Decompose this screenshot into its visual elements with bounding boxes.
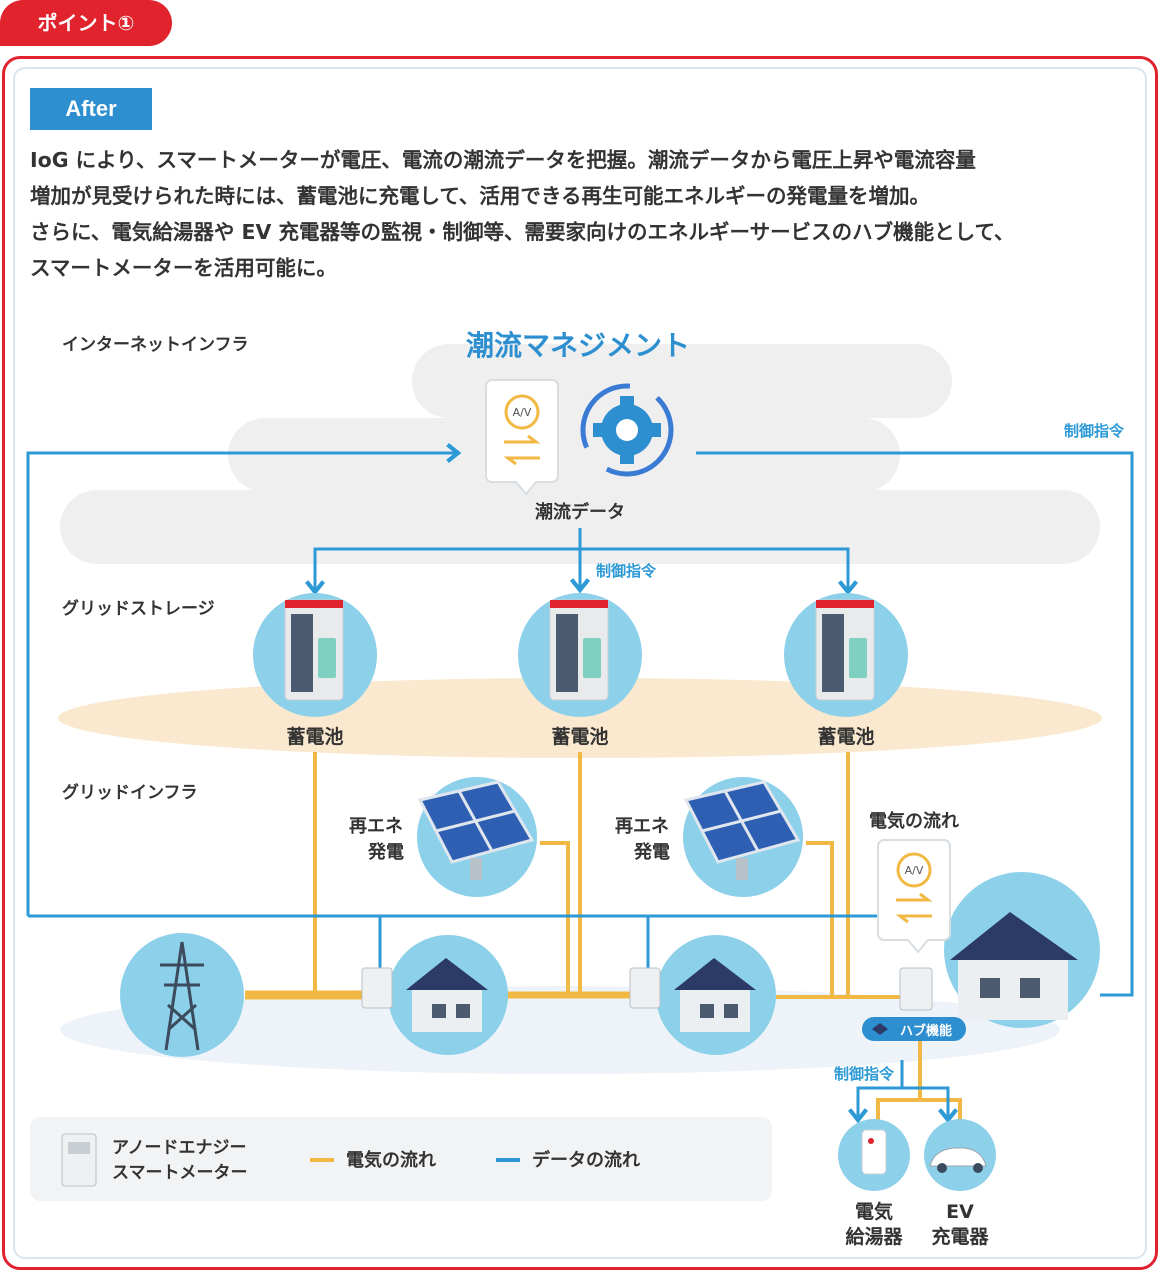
water-heater-icon	[838, 1119, 910, 1191]
battery-icon	[518, 593, 642, 717]
ev-label: 充電器	[931, 1225, 989, 1248]
solar-label: 再エネ	[615, 816, 669, 837]
hub-badge	[862, 1017, 966, 1041]
house-icon	[629, 935, 776, 1055]
power-lines	[245, 752, 962, 1120]
layer-storage-label: グリッドストレージ	[62, 599, 215, 619]
av-label: A/V	[905, 864, 924, 877]
data-lines	[26, 442, 1134, 1124]
ev-label: EV	[946, 1201, 974, 1223]
av-label: A/V	[513, 406, 532, 419]
gear-icon	[580, 383, 674, 477]
grid-band	[60, 986, 1060, 1074]
ev-car-icon	[924, 1119, 996, 1191]
smart-meter-icon	[61, 1133, 97, 1187]
legend-data-label: データの流れ	[532, 1149, 640, 1171]
water-heater-label: 給湯器	[845, 1225, 903, 1248]
description-line: IoG により、スマートメーターが電圧、電流の潮流データを把握。潮流データから電…	[30, 148, 976, 172]
internet-cloud	[60, 344, 1100, 564]
power-flow-label: 電気の流れ	[869, 810, 959, 832]
solar-label: 発電	[633, 841, 670, 863]
battery-label: 蓄電池	[551, 725, 608, 748]
after-label: After	[30, 88, 152, 130]
control-command-label: 制御指令	[596, 562, 657, 580]
solar-panel-icon	[417, 777, 537, 897]
battery-icon	[253, 593, 377, 717]
management-title: 潮流マネジメント	[466, 329, 690, 362]
battery-label: 蓄電池	[286, 725, 343, 748]
layer-internet-label: インターネットインフラ	[62, 335, 249, 355]
point-tab: ポイント①	[0, 0, 172, 46]
hub-label: ハブ機能	[900, 1023, 952, 1039]
inner-frame	[13, 67, 1147, 1259]
solar-label: 再エネ	[349, 816, 403, 837]
layer-grid-label: グリッドインフラ	[62, 783, 198, 803]
control-command-label: 制御指令	[834, 1065, 895, 1083]
content-frame	[2, 56, 1158, 1270]
control-command-label: 制御指令	[1064, 422, 1125, 440]
battery-icon	[784, 593, 908, 717]
legend: アノードエナジー スマートメーター 電気の流れ データの流れ	[30, 1117, 772, 1201]
legend-meter-label: アノードエナジー	[112, 1138, 246, 1158]
description: IoG により、スマートメーターが電圧、電流の潮流データを把握。潮流データから電…	[30, 142, 1140, 286]
transmission-tower-icon	[120, 933, 244, 1057]
solar-panel-icon	[683, 777, 803, 897]
flow-data-label: 潮流データ	[535, 501, 625, 523]
solar-label: 発電	[367, 841, 404, 863]
hub-house-icon	[899, 872, 1100, 1028]
legend-meter-label: スマートメーター	[112, 1163, 248, 1183]
description-line: スマートメーターを活用可能に。	[30, 256, 337, 280]
house-icon	[361, 935, 508, 1055]
description-line: 増加が見受けられた時には、蓄電池に充電して、活用できる再生可能エネルギーの発電量…	[30, 184, 930, 208]
water-heater-label: 電気	[855, 1200, 893, 1223]
hub-av-card-icon: A/V	[877, 839, 951, 954]
legend-power-label: 電気の流れ	[346, 1149, 436, 1171]
av-data-card-icon: A/V	[485, 379, 559, 496]
description-line: さらに、電気給湯器や EV 充電器等の監視・制御等、需要家向けのエネルギーサービ…	[30, 220, 1015, 244]
battery-label: 蓄電池	[817, 725, 874, 748]
